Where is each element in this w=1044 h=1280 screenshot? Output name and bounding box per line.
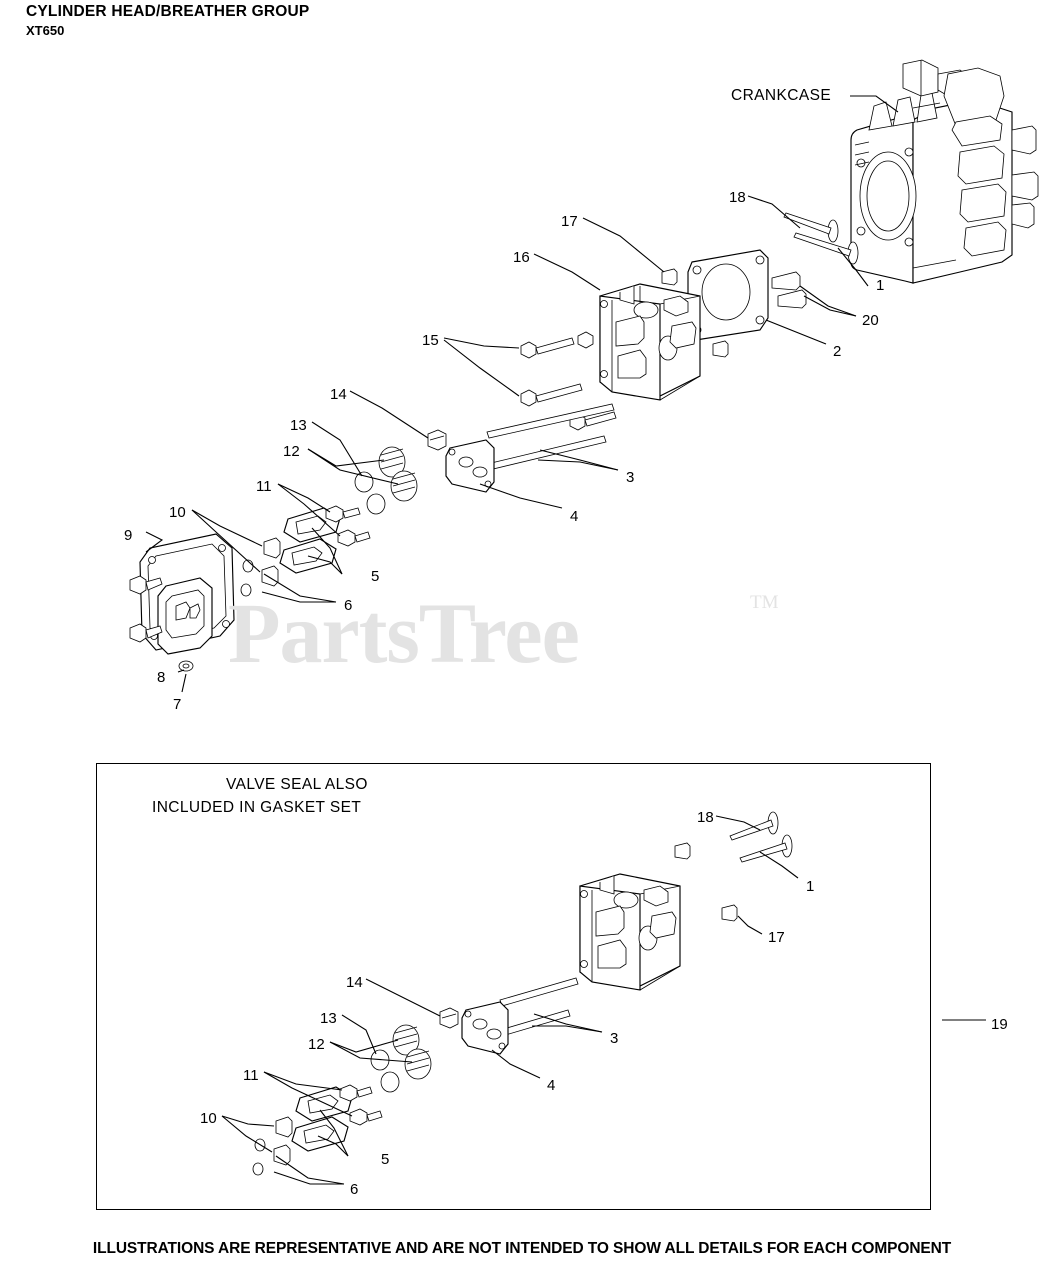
callout-number-i19: 19 [991, 1016, 1008, 1033]
page-title: CYLINDER HEAD/BREATHER GROUP [26, 3, 310, 20]
callout-number-i3: 3 [610, 1030, 619, 1047]
callout-number-11: 11 [256, 478, 272, 495]
valve-cover-gasket-9 [139, 533, 235, 651]
leader-crankcase [850, 95, 899, 113]
bolts-15 [520, 331, 617, 431]
callout-number-i5: 5 [381, 1151, 390, 1168]
cylinder-head-main [599, 283, 701, 401]
callout-number-2: 2 [833, 343, 842, 360]
label-valve-seal-line1: VALVE SEAL ALSO [226, 776, 368, 793]
callout-number-18: 18 [729, 189, 746, 206]
callout-number-i4: 4 [547, 1077, 556, 1094]
valve-parts-main [661, 212, 859, 358]
callout-number-5: 5 [371, 568, 380, 585]
callout-number-3: 3 [626, 469, 635, 486]
callout-number-9: 9 [124, 527, 133, 544]
callout-number-1: 1 [876, 277, 885, 294]
callout-number-8: 8 [157, 669, 166, 686]
callout-number-i10: 10 [200, 1110, 217, 1127]
footer-note: ILLUSTRATIONS ARE REPRESENTATIVE AND ARE… [92, 1240, 952, 1257]
callout-number-i13: 13 [320, 1010, 337, 1027]
label-valve-seal-line2: INCLUDED IN GASKET SET [152, 799, 362, 816]
callout-number-15: 15 [422, 332, 439, 349]
callout-number-16: 16 [513, 249, 530, 266]
title-block: CYLINDER HEAD/BREATHER GROUP XT650 [26, 2, 309, 40]
inset-detail-box [96, 763, 931, 1210]
callout-number-10: 10 [169, 504, 186, 521]
callout-number-i14: 14 [346, 974, 363, 991]
callout-number-13: 13 [290, 417, 307, 434]
callout-number-20: 20 [862, 312, 879, 329]
head-gasket-main [687, 249, 769, 341]
callout-number-i11: 11 [243, 1067, 259, 1084]
callout-number-i18: 18 [697, 809, 714, 826]
callout-number-4: 4 [570, 508, 579, 525]
callout-number-i6: 6 [350, 1181, 359, 1198]
callout-number-i12: 12 [308, 1036, 325, 1053]
callout-number-12: 12 [283, 443, 300, 460]
valve-cover [129, 575, 213, 672]
model-number: XT650 [26, 23, 65, 38]
nut-14 [427, 429, 447, 451]
callout-number-14: 14 [330, 386, 347, 403]
callout-number-7: 7 [173, 696, 182, 713]
rocker-parts [354, 446, 418, 515]
watermark-text: PartsTree [228, 585, 580, 681]
pushrods-3 [486, 403, 615, 471]
label-crankcase: CRANKCASE [731, 87, 832, 104]
breather-plate-4 [445, 439, 495, 493]
callout-number-i17: 17 [768, 929, 785, 946]
callout-number-17: 17 [561, 213, 578, 230]
crankcase-illustration [850, 59, 1039, 284]
callout-number-i1: 1 [806, 878, 815, 895]
callout-number-6: 6 [344, 597, 353, 614]
watermark-trademark: TM [750, 592, 779, 613]
